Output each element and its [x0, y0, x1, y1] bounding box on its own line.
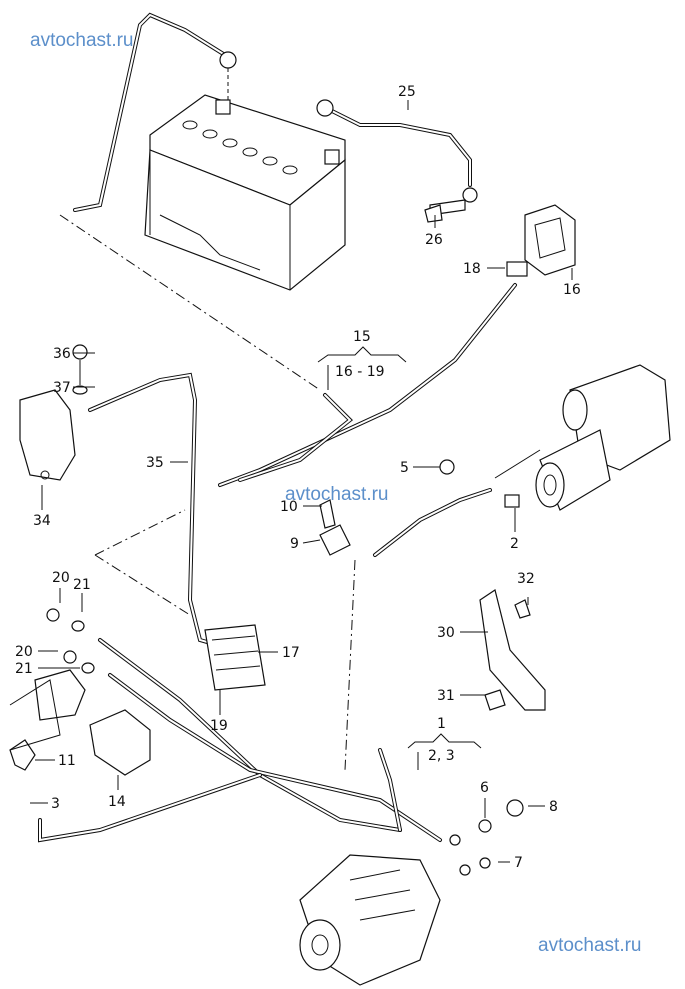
leader-line	[59, 214, 321, 391]
callout-19: 19	[210, 718, 228, 734]
cable-35	[88, 372, 237, 652]
group-16-19: 16 - 19	[335, 364, 385, 380]
callout-36: 36	[53, 346, 71, 362]
leader-line	[94, 509, 186, 556]
relay	[524, 204, 576, 276]
wiring-harness	[38, 638, 471, 876]
callout-34: 34	[33, 513, 51, 529]
starter-motor	[535, 364, 671, 511]
leader-line	[94, 554, 191, 616]
callout-20-upper: 20	[52, 570, 70, 586]
bracket-relay-holder	[34, 669, 86, 721]
callout-17: 17	[282, 645, 300, 661]
callout-11: 11	[58, 753, 76, 769]
battery	[144, 94, 346, 291]
callout-37: 37	[53, 380, 71, 396]
callout-31: 31	[437, 688, 455, 704]
callout-9: 9	[290, 536, 299, 552]
callout-14: 14	[108, 794, 126, 810]
callout-21-lower: 21	[15, 661, 33, 677]
callout-18: 18	[463, 261, 481, 277]
callout-3: 3	[51, 796, 60, 812]
callout-2: 2	[510, 536, 519, 552]
bracket-14	[89, 709, 151, 776]
connector-17	[204, 624, 266, 691]
ground-strap-30	[479, 589, 546, 711]
bracket-34	[19, 344, 88, 481]
group-2-3: 2, 3	[428, 748, 455, 764]
callout-10: 10	[280, 499, 298, 515]
connector-cable	[218, 261, 528, 487]
callout-5: 5	[400, 460, 409, 476]
callout-25: 25	[398, 84, 416, 100]
callout-32: 32	[517, 571, 535, 587]
clip-11	[9, 739, 36, 771]
callout-30: 30	[437, 625, 455, 641]
callout-16: 16	[563, 282, 581, 298]
callout-8: 8	[549, 799, 558, 815]
callout-26: 26	[425, 232, 443, 248]
callout-21-upper: 21	[73, 577, 91, 593]
callout-leaders	[30, 100, 573, 863]
callout-15: 15	[353, 329, 371, 345]
callout-1: 1	[437, 716, 446, 732]
battery-positive-cable	[73, 12, 237, 212]
callout-35: 35	[146, 455, 164, 471]
callout-6: 6	[480, 780, 489, 796]
leader-line	[344, 559, 356, 771]
callout-7: 7	[514, 855, 523, 871]
alternator	[299, 854, 441, 986]
fasteners	[46, 204, 531, 869]
callout-20-lower: 20	[15, 644, 33, 660]
callout-labels: 25 26 16 18 15 16 - 19 36 37 35 34 5 10 …	[15, 84, 581, 871]
